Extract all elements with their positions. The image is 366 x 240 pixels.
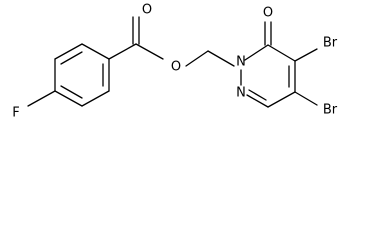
bond-c4-br [294,91,318,106]
atom-fluorine: F [12,106,19,121]
bond-c3-n2 [246,94,269,108]
atom-nitrogen-1: N [236,55,246,70]
bond-ring-a [54,43,83,60]
bond-ring-d [81,90,110,107]
bond-c3-n2-double [248,89,267,101]
bond-c-f [27,90,56,107]
bond-ring-b [81,43,110,60]
bond-carbonyl-ester-o [135,43,164,60]
bond-ring-double-3 [60,85,83,99]
bond-ring-e [54,90,83,107]
atom-bromine-top: Br [323,36,338,51]
bond-ring-carbonyl [108,43,137,60]
atom-oxygen-carbonyl: O [142,3,152,18]
bond-ester-o-ch2 [185,50,209,67]
bond-ch2-n1 [207,50,235,67]
bond-c5-br [294,48,318,62]
chemical-structure: F O O N N O Br Br [12,3,338,121]
bond-c6-c5 [267,44,296,62]
bond-n1-c6 [244,44,269,61]
fluorobenzene-ring [54,43,110,107]
atom-bromine-bottom: Br [323,103,338,118]
atom-oxygen-ketone: O [263,6,273,21]
atom-oxygen-ester: O [171,60,181,75]
atom-nitrogen-2: N [236,86,246,101]
bond-c4-c3 [267,91,296,108]
pyridazinone-ring [240,44,296,108]
bond-ring-double-1 [60,51,83,65]
